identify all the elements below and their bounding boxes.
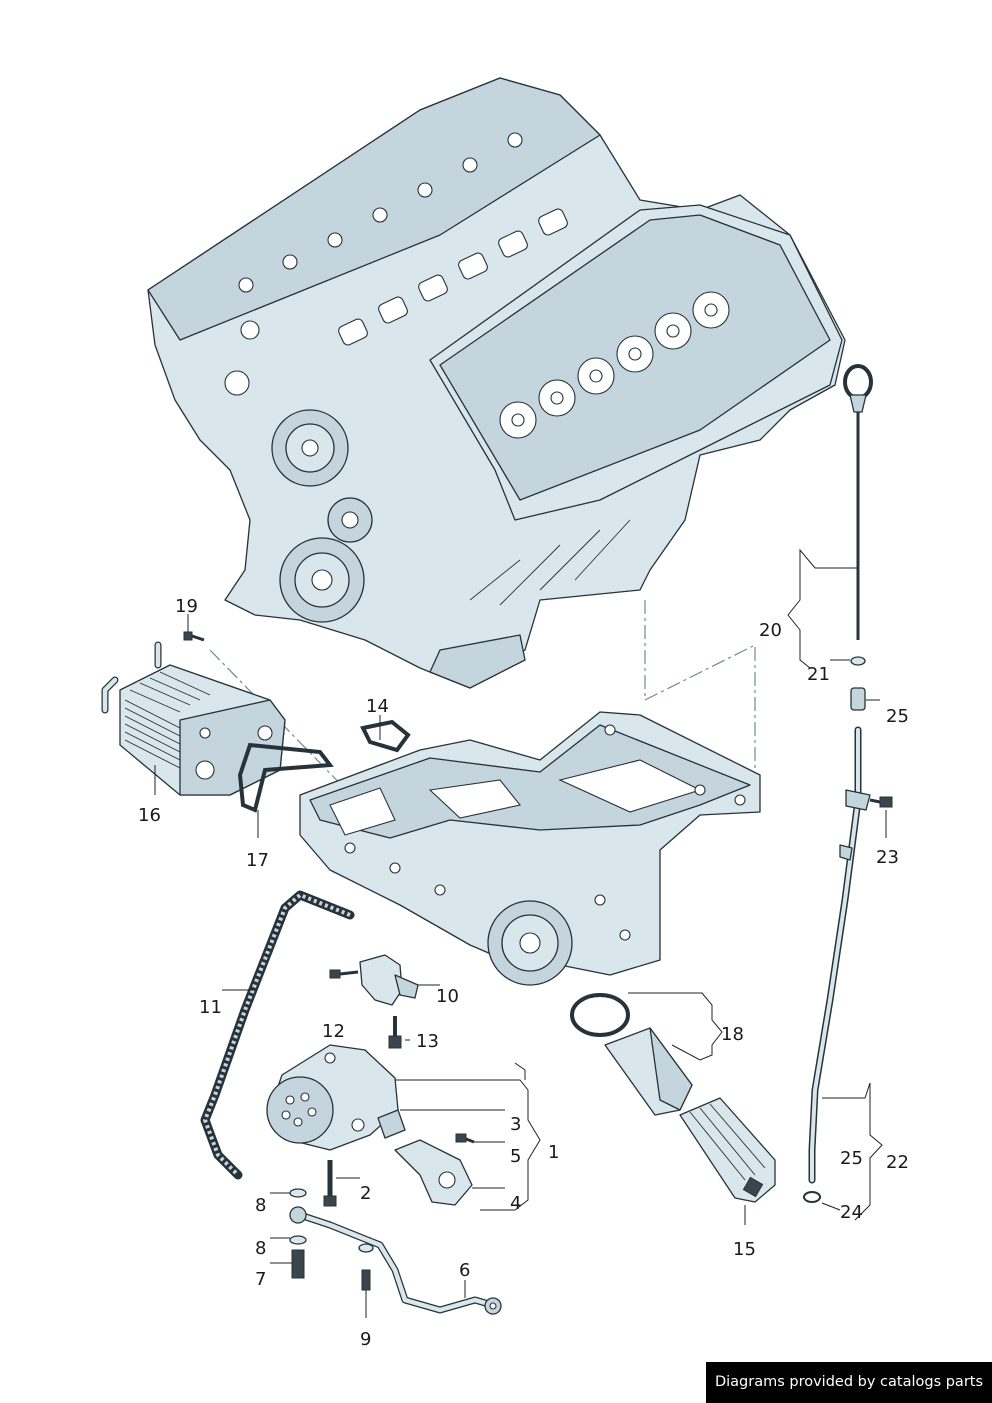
callout-20: 20: [759, 620, 782, 641]
callout-13: 13: [416, 1031, 439, 1052]
callout-3: 3: [510, 1114, 521, 1135]
oil-cooler: [101, 641, 286, 796]
dipstick: [843, 364, 873, 666]
callout-16: 16: [138, 805, 161, 826]
callout-6: 6: [459, 1260, 470, 1281]
head-bolts: [238, 132, 523, 293]
small-gasket: [360, 719, 411, 753]
callout-10: 10: [436, 986, 459, 1007]
callout-2: 2: [360, 1183, 371, 1204]
callout-1: 1: [548, 1142, 559, 1163]
callout-9: 9: [360, 1329, 371, 1350]
callout-19: 19: [175, 596, 198, 617]
callout-4: 4: [510, 1193, 521, 1214]
oil-pan: [299, 711, 761, 986]
callout-15: 15: [733, 1239, 756, 1260]
filter-o-ring: [570, 993, 630, 1037]
oil-line: [289, 1188, 502, 1315]
callout-labels: 1 2 3 4 5 6 7 8 8 9 10 11 12 13 14 15 16…: [138, 596, 909, 1350]
callout-8-lower: 8: [255, 1238, 266, 1259]
dipstick-guide-tube: [803, 687, 893, 1203]
oil-filter: [570, 993, 776, 1203]
intake-ports: [338, 208, 568, 346]
cooler-gasket: [237, 742, 334, 813]
callout-5: 5: [510, 1146, 521, 1167]
engine-block: [147, 77, 846, 689]
bolt-19: [183, 631, 205, 642]
oil-pump: [266, 1044, 475, 1207]
callout-23: 23: [876, 847, 899, 868]
callout-25-upper: 25: [886, 706, 909, 727]
callout-14: 14: [366, 696, 389, 717]
callout-21: 21: [807, 664, 830, 685]
chain-tensioner: [329, 954, 419, 1049]
front-pulleys: [224, 320, 373, 623]
callout-17: 17: [246, 850, 269, 871]
pan-bolts: [344, 724, 746, 941]
callout-11: 11: [199, 997, 222, 1018]
callout-12: 12: [322, 1021, 345, 1042]
callout-22: 22: [886, 1152, 909, 1173]
callout-25-lower: 25: [840, 1148, 863, 1169]
callout-7: 7: [255, 1269, 266, 1290]
leader-lines: [154, 548, 887, 1318]
callout-8-upper: 8: [255, 1195, 266, 1216]
credit-banner: Diagrams provided by catalogs parts: [706, 1362, 992, 1403]
cam-caps: [499, 291, 730, 439]
callout-18: 18: [721, 1024, 744, 1045]
callout-24: 24: [840, 1202, 863, 1223]
